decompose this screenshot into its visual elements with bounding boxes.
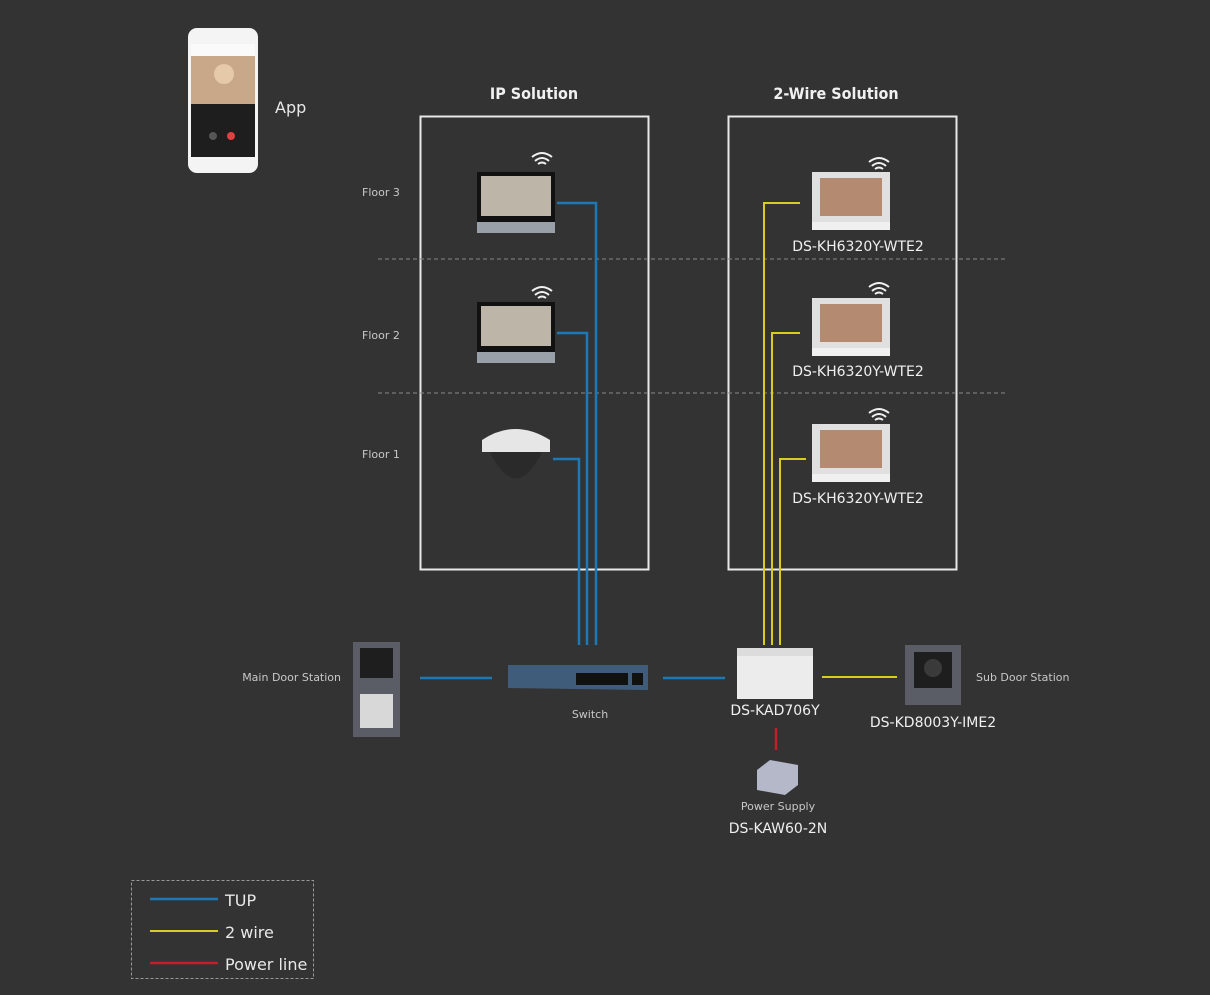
app-phone-icon bbox=[188, 28, 258, 173]
sub-door-station-label: Sub Door Station bbox=[976, 671, 1070, 684]
monitor-model-label: DS-KH6320Y-WTE2 bbox=[792, 491, 924, 507]
switch-device bbox=[508, 665, 648, 690]
legend: TUP 2 wire Power line bbox=[131, 880, 314, 979]
ip-solution-title: IP Solution bbox=[490, 84, 578, 103]
main-door-station-label: Main Door Station bbox=[242, 671, 341, 684]
two-wire-indoor-monitor bbox=[812, 298, 890, 356]
floor-1-label: Floor 1 bbox=[362, 448, 400, 461]
dome-camera bbox=[482, 429, 550, 479]
sub-door-model-label: DS-KD8003Y-IME2 bbox=[870, 715, 996, 731]
ip-indoor-monitor bbox=[477, 172, 555, 233]
wifi-icon bbox=[531, 152, 890, 421]
power-supply-label: Power Supply bbox=[741, 800, 816, 813]
monitor-model-label: DS-KH6320Y-WTE2 bbox=[792, 364, 924, 380]
two-wire-lines bbox=[763, 202, 897, 678]
two-wire-indoor-monitor bbox=[812, 172, 890, 230]
legend-label-two-wire: 2 wire bbox=[225, 923, 274, 942]
ip-solution-box bbox=[419, 115, 650, 571]
tup-lines bbox=[420, 201, 725, 680]
two-wire-solution-box bbox=[727, 115, 958, 571]
main-door-station-device bbox=[353, 642, 400, 737]
legend-label-power: Power line bbox=[225, 955, 307, 974]
app-label: App bbox=[275, 98, 306, 117]
two-wire-solution-title: 2-Wire Solution bbox=[773, 84, 898, 103]
switch-label: Switch bbox=[572, 708, 608, 721]
power-supply-device bbox=[757, 760, 798, 795]
floor-2-label: Floor 2 bbox=[362, 329, 400, 342]
floor-3-label: Floor 3 bbox=[362, 186, 400, 199]
sub-door-station-device bbox=[905, 645, 961, 705]
two-wire-indoor-monitor bbox=[812, 424, 890, 482]
monitor-model-label: DS-KH6320Y-WTE2 bbox=[792, 239, 924, 255]
distributor-label: DS-KAD706Y bbox=[730, 703, 820, 719]
power-supply-model-label: DS-KAW60-2N bbox=[729, 821, 828, 837]
distributor-device bbox=[737, 648, 813, 699]
ip-indoor-monitor bbox=[477, 302, 555, 363]
legend-label-tup: TUP bbox=[224, 891, 256, 910]
